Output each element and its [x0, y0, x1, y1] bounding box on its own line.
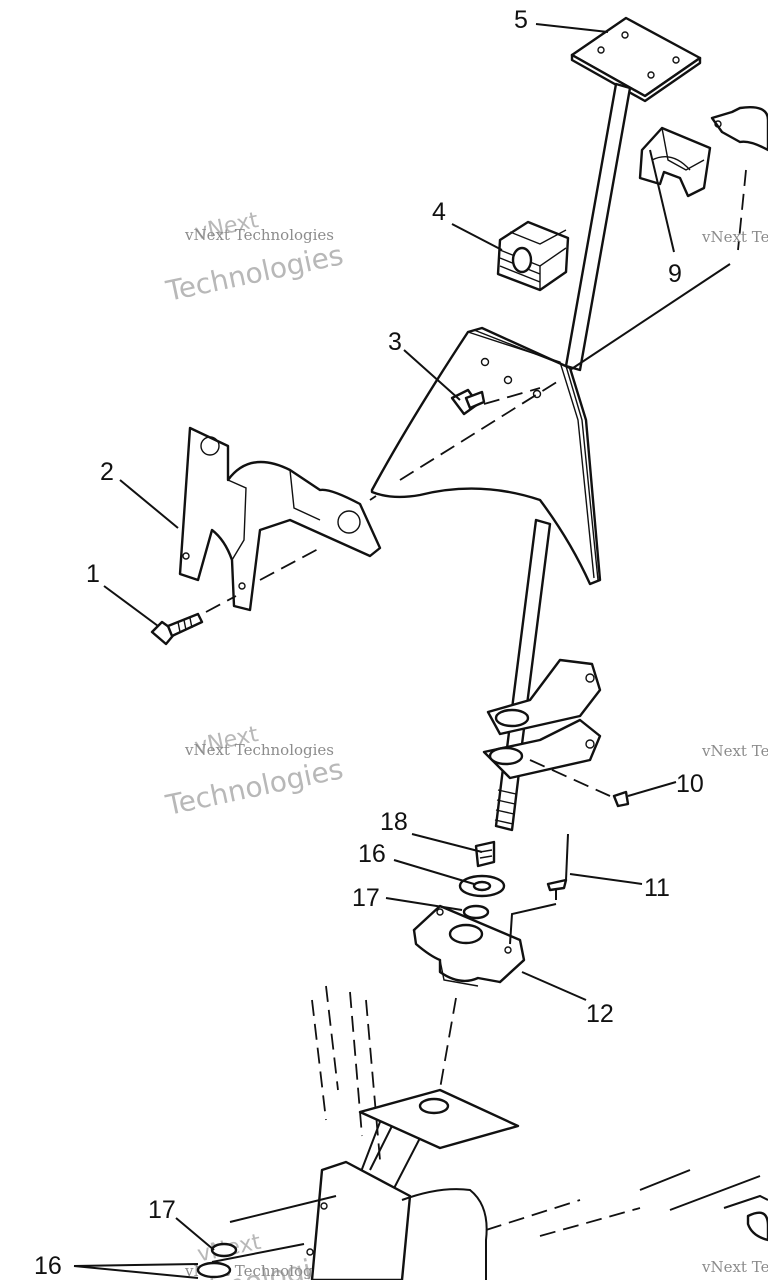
leader-dash — [399, 379, 561, 481]
part-frame-lower — [211, 985, 768, 1280]
callout-16: 16 — [358, 840, 386, 868]
watermark-small-text: vNext Technologies — [184, 741, 334, 759]
part-1-bolt — [150, 612, 204, 646]
part-17-oring-lower — [210, 1242, 238, 1258]
callout-4: 4 — [432, 198, 446, 226]
callout-16-lower: 16 — [34, 1252, 62, 1280]
leader-dash — [369, 495, 377, 501]
part-9-bushing — [638, 126, 712, 198]
part-clamp-upper-right — [710, 106, 768, 251]
callout-leaders — [73, 23, 731, 1279]
callout-17: 17 — [352, 884, 380, 912]
part-10-screw — [612, 790, 630, 808]
watermark-small-text: vNext Technologies — [701, 742, 768, 760]
part-3-screw — [450, 388, 486, 416]
part-4-grooved-block — [496, 220, 570, 292]
part-steering-arm — [482, 658, 602, 780]
part-16-washer — [458, 874, 506, 898]
part-5-top-plate — [570, 16, 702, 103]
steering-shaft-upper — [564, 82, 632, 372]
watermark-small-text: vNext Technologies — [184, 226, 334, 244]
part-18-coupler — [474, 840, 496, 868]
callout-2: 2 — [100, 458, 114, 486]
leader-dash — [529, 759, 611, 797]
leader-dash — [483, 387, 541, 405]
watermark-text: Technologies — [162, 752, 346, 822]
leader-dash — [259, 547, 321, 581]
callout-1: 1 — [86, 560, 100, 588]
watermark-text: Technologies — [162, 238, 346, 308]
callout-9: 9 — [668, 260, 682, 288]
part-12-bearing-block — [412, 904, 526, 987]
part-17-oring — [462, 904, 490, 920]
part-2-bracket — [178, 426, 382, 612]
callout-10: 10 — [676, 770, 704, 798]
callout-labels: 5 4 9 3 2 1 10 18 16 11 17 12 17 16 — [34, 6, 704, 1280]
callout-5: 5 — [514, 6, 528, 34]
part-console-shell — [370, 326, 602, 586]
callout-17-lower: 17 — [148, 1196, 176, 1224]
watermark-mid-left: vNext Technologies — [162, 722, 346, 822]
part-16-washer-lower — [196, 1261, 232, 1279]
callout-18: 18 — [380, 808, 408, 836]
watermark-top-left: vNext Technologies — [162, 208, 346, 308]
watermark-small-text: vNext Technologies — [701, 1258, 768, 1276]
steering-shaft-lower — [494, 518, 552, 832]
watermark-small-text: vNext Technologies — [701, 228, 768, 246]
part-11-pin — [546, 833, 569, 900]
leader-dash — [205, 595, 237, 613]
leader-line — [509, 903, 557, 945]
callout-3: 3 — [388, 328, 402, 356]
callout-11: 11 — [644, 874, 670, 902]
callout-12: 12 — [586, 1000, 614, 1028]
